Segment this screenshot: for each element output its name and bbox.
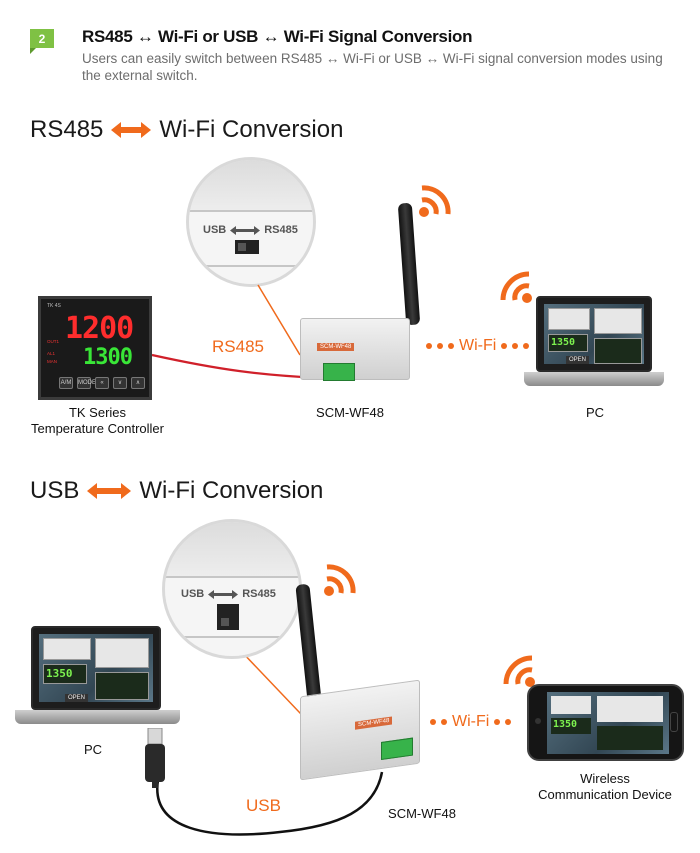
double-arrow-icon <box>111 122 152 138</box>
controller-pv-display: 1200 <box>65 311 134 346</box>
switch-zoom-bubble-2: USB RS485 <box>162 519 302 659</box>
double-arrow-icon <box>87 483 132 499</box>
zoom-rs485-label-2: RS485 <box>242 588 276 600</box>
switch-zoom-bubble: USB RS485 <box>186 157 316 287</box>
pc-label: PC <box>585 405 605 420</box>
usb-cable-label: USB <box>246 796 281 815</box>
controller-shift-button[interactable]: « <box>95 377 109 389</box>
section2-title-left: USB <box>30 477 80 504</box>
pc-laptop: 1350 OPEN <box>524 296 664 396</box>
mode-switch-2 <box>217 604 239 630</box>
section1-title-right: Wi-Fi Conversion <box>159 116 344 143</box>
device-label-2: SCM-WF48 <box>388 806 456 821</box>
page-description: Users can easily switch between RS485 ↔ … <box>82 51 663 83</box>
wireless-phone: 1350 <box>527 684 684 761</box>
zoom-usb-label-2: USB <box>181 588 205 600</box>
pc-label-2: PC <box>83 742 103 757</box>
controller-sv-display: 1300 <box>83 345 133 370</box>
tk-temperature-controller: TK 4S OUT1 AL1 MAN 1200 1300 A/M MODE « … <box>38 296 152 400</box>
section2-title: USB Wi-Fi Conversion <box>30 477 323 505</box>
device-label: SCM-WF48 <box>316 405 384 420</box>
wifi-signal-icon <box>500 271 532 303</box>
wifi-link-1: Wi-Fi <box>426 337 530 355</box>
controller-model: TK 4S <box>47 303 61 309</box>
section1-title: RS485 Wi-Fi Conversion <box>30 116 343 144</box>
double-arrow-icon <box>230 225 261 235</box>
page-title: RS485 ↔ Wi-Fi or USB ↔ Wi-Fi Signal Conv… <box>82 27 473 46</box>
pc-laptop-2: 1350 OPEN <box>15 626 180 736</box>
controller-up-button[interactable]: ∧ <box>131 377 145 389</box>
controller-down-button[interactable]: ∨ <box>113 377 127 389</box>
rs485-cable-label: RS485 <box>212 337 264 356</box>
wifi-signal-icon <box>503 655 535 687</box>
switch-label-2: USB RS485 <box>181 588 276 600</box>
zoom-usb-label: USB <box>203 224 227 236</box>
controller-am-button[interactable]: A/M <box>59 377 73 389</box>
controller-label: TK Series Temperature Controller <box>31 405 164 436</box>
wifi-signal-icon <box>324 564 356 596</box>
section2-title-right: Wi-Fi Conversion <box>139 477 324 504</box>
scm-wf48-device-2: SCM-WF48 <box>300 679 420 781</box>
usb-plug-icon <box>145 728 165 788</box>
double-arrow-icon <box>208 589 239 599</box>
device-plate-2: SCM-WF48 <box>355 716 393 730</box>
controller-mode-button[interactable]: MODE <box>77 377 96 389</box>
device-plate: SCM-WF48 <box>317 343 355 351</box>
terminal-block <box>323 363 355 381</box>
wifi-signal-icon <box>419 185 451 217</box>
screen-open-label-2: OPEN <box>65 694 89 702</box>
wifi-link-label: Wi-Fi <box>459 337 497 354</box>
scm-wf48-device: SCM-WF48 <box>300 318 410 381</box>
wireless-device-label: Wireless Communication Device <box>538 771 672 802</box>
step-badge: 2 <box>30 29 54 54</box>
switch-label: USB RS485 <box>203 224 298 236</box>
screen-open-label: OPEN <box>566 356 590 364</box>
wifi-link-label-2: Wi-Fi <box>452 713 490 730</box>
mode-switch <box>235 240 259 254</box>
zoom-rs485-label: RS485 <box>264 224 298 236</box>
section1-title-left: RS485 <box>30 116 104 143</box>
wifi-link-2: Wi-Fi <box>430 713 512 731</box>
terminal-block-2 <box>381 737 413 761</box>
